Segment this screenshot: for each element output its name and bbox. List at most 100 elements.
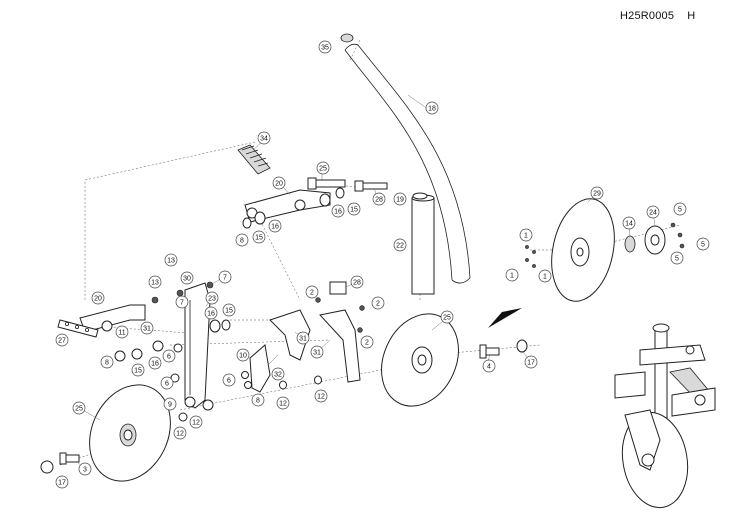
callout-number: 16 [151, 361, 159, 368]
bolts-left-assembly [114, 281, 231, 422]
callout: 27 [55, 333, 69, 347]
callout: 28 [350, 275, 364, 289]
callout: 8 [235, 233, 249, 247]
callout-number: 17 [527, 360, 535, 367]
callout: 1 [538, 269, 552, 283]
part-32-bracket [269, 309, 311, 361]
callout: 24 [646, 205, 660, 219]
part-22-tube [411, 194, 435, 295]
callout: 12 [276, 396, 290, 410]
direction-arrow [488, 308, 522, 328]
part-26-bolt [307, 177, 346, 190]
callout: 31 [296, 331, 310, 345]
callout: 12 [189, 415, 203, 429]
callout: 15 [347, 202, 361, 216]
callout-number: 6 [165, 381, 169, 388]
callout-number: 2 [310, 290, 314, 297]
callout: 18 [425, 101, 439, 115]
callout: 9 [163, 397, 177, 411]
callout: 22 [393, 238, 407, 252]
callout-number: 3 [83, 467, 87, 474]
callout: 13 [148, 275, 162, 289]
callout: 6 [222, 373, 236, 387]
callout-number: 29 [593, 191, 601, 198]
callout-number: 5 [678, 207, 682, 214]
callout-number: 2 [376, 301, 380, 308]
callout-number: 13 [151, 280, 159, 287]
callout-number: 20 [275, 181, 283, 188]
callout-number: 30 [183, 276, 191, 283]
callout-number: 34 [260, 136, 268, 143]
callout-number: 7 [180, 300, 184, 307]
assembled-view [614, 323, 716, 509]
callout: 35 [318, 40, 332, 54]
part-callouts: 35 18 34 25 20 28 16 15 19 22 16 15 8 29… [55, 40, 710, 489]
callout: 34 [257, 131, 271, 145]
part-17-cap-left [40, 460, 54, 474]
callout-number: 1 [524, 233, 528, 240]
callout-number: 25 [75, 406, 83, 413]
part-25-disc-left [89, 384, 171, 482]
callout-number: 6 [227, 378, 231, 385]
callout-number: 8 [105, 360, 109, 367]
callout-number: 15 [225, 308, 233, 315]
callout: 28 [372, 192, 386, 206]
callout-number: 14 [625, 221, 633, 228]
callout-number: 10 [239, 353, 247, 360]
callout-number: 16 [334, 209, 342, 216]
callout: 15 [131, 363, 145, 377]
part-29-pin [354, 180, 388, 192]
callout: 16 [331, 204, 345, 218]
part-3-bolt [59, 452, 80, 465]
callout: 20 [91, 291, 105, 305]
callout: 7 [218, 270, 232, 284]
callout: 32 [271, 367, 285, 381]
callout-number: 12 [192, 420, 200, 427]
callout-number: 16 [271, 224, 279, 231]
callout-number: 28 [353, 280, 361, 287]
callout: 5 [670, 251, 684, 265]
callout: 25 [72, 401, 86, 415]
small-bolts-center [241, 297, 365, 390]
part-27-plate [57, 319, 99, 338]
callout-number: 13 [167, 258, 175, 265]
callout: 5 [673, 202, 687, 216]
callout: 15 [222, 303, 236, 317]
callout-number: 15 [255, 235, 263, 242]
part-14-bearing [624, 235, 636, 253]
bushings-16-15 [242, 187, 345, 229]
drawing-number: H25R0005 [620, 10, 675, 22]
callout: 17 [524, 355, 538, 369]
callout: 20 [272, 176, 286, 190]
callout-number: 22 [396, 243, 404, 250]
callout: 8 [251, 393, 265, 407]
part-28-block [329, 281, 347, 295]
callout-number: 15 [134, 368, 142, 375]
part-18-tube [344, 43, 471, 284]
callout-number: 35 [321, 45, 329, 52]
callout-number: 5 [675, 256, 679, 263]
drawing-revision: H [687, 10, 696, 22]
callout-number: 12 [279, 401, 287, 408]
part-34-plate [249, 344, 271, 393]
callout-number: 4 [487, 364, 491, 371]
callout-number: 25 [443, 315, 451, 322]
callout: 30 [180, 271, 194, 285]
callout-number: 5 [701, 242, 705, 249]
callout: 16 [204, 306, 218, 320]
callout: 2 [371, 296, 385, 310]
callout: 16 [268, 219, 282, 233]
callout-number: 2 [365, 340, 369, 347]
callout: 3 [78, 462, 92, 476]
callout-number: 27 [58, 338, 66, 345]
part-11-washer [101, 320, 113, 332]
callout: 5 [696, 237, 710, 251]
callout-number: 1 [543, 274, 547, 281]
callout: 31 [140, 321, 154, 335]
callout: 6 [162, 349, 176, 363]
callout: 29 [590, 186, 604, 200]
part-36-cap [340, 33, 354, 43]
callout-number: 6 [167, 354, 171, 361]
callout-number: 8 [256, 398, 260, 405]
